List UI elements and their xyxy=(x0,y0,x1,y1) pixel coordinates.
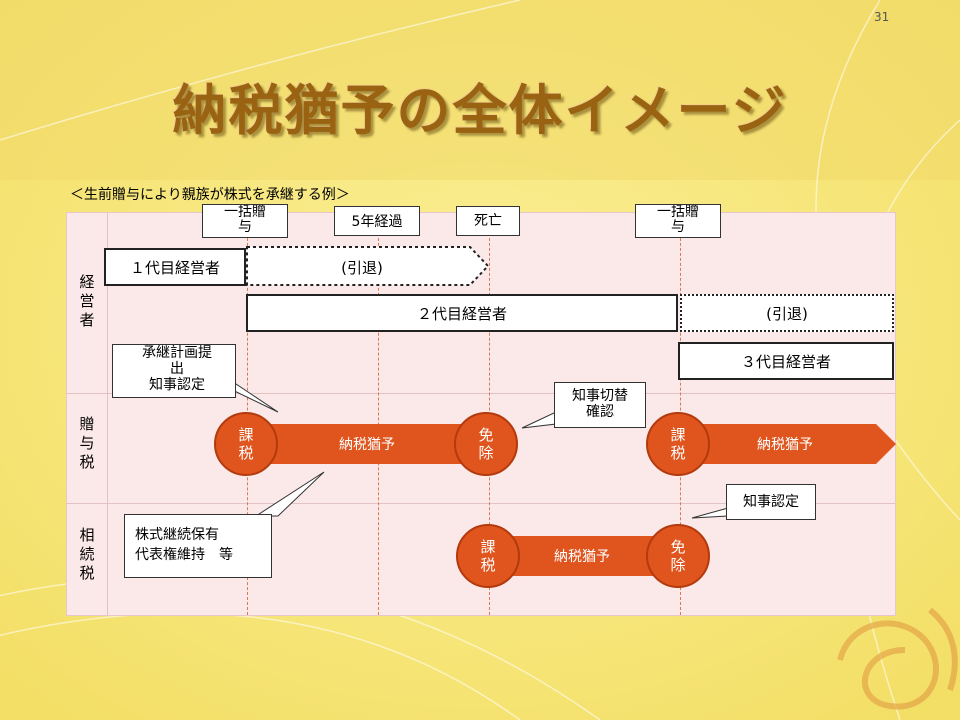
row-label-gift-tax: 贈 与 税 xyxy=(79,415,95,471)
gift-tax-exemption-circle: 免 除 xyxy=(454,412,518,476)
event-gift-2: 一括贈 与 xyxy=(635,204,721,238)
row-label-management: 経 営 者 xyxy=(79,273,95,329)
second-generation-manager: ２代目経営者 xyxy=(246,294,678,332)
third-generation-manager: ３代目経営者 xyxy=(678,342,894,380)
slide-title: 納税猶予の全体イメージ xyxy=(172,79,788,142)
gift-tax-taxation-circle-2: 課 税 xyxy=(646,412,710,476)
gift-tax-deferral-label-2: 納税猶予 xyxy=(757,437,813,453)
diagram-caption: ＜生前贈与により親族が株式を承継する例＞ xyxy=(70,187,350,203)
event-five-years: 5年経過 xyxy=(334,206,420,236)
swirl-logo-icon xyxy=(837,607,958,710)
inheritance-tax-taxation-circle: 課 税 xyxy=(456,524,520,588)
event-gift-1: 一括贈 与 xyxy=(202,204,288,238)
row-divider xyxy=(67,503,895,504)
label-column-divider xyxy=(107,213,108,615)
event-death: 死亡 xyxy=(456,206,520,236)
gift-tax-deferral-bar-1: 納税猶予 xyxy=(246,424,488,464)
second-retire-label: (引退) xyxy=(680,294,894,332)
first-generation-manager: １代目経営者 xyxy=(104,248,246,286)
inheritance-tax-exemption-circle: 免 除 xyxy=(646,524,710,588)
callout-governor-certification: 知事認定 xyxy=(726,484,816,520)
gift-tax-taxation-circle-1: 課 税 xyxy=(214,412,278,476)
first-retire-label: (引退) xyxy=(341,258,383,277)
page-number: 31 xyxy=(874,10,890,24)
row-divider xyxy=(67,393,895,394)
timeline-marker xyxy=(378,213,379,615)
callout-succession-plan: 承継計画提 出 知事認定 xyxy=(112,344,236,398)
row-label-inheritance-tax: 相 続 税 xyxy=(79,526,95,582)
callout-governor-switch-confirmation: 知事切替 確認 xyxy=(554,382,646,428)
callout-continuation-requirements: 株式継続保有 代表権維持 等 xyxy=(124,514,272,578)
